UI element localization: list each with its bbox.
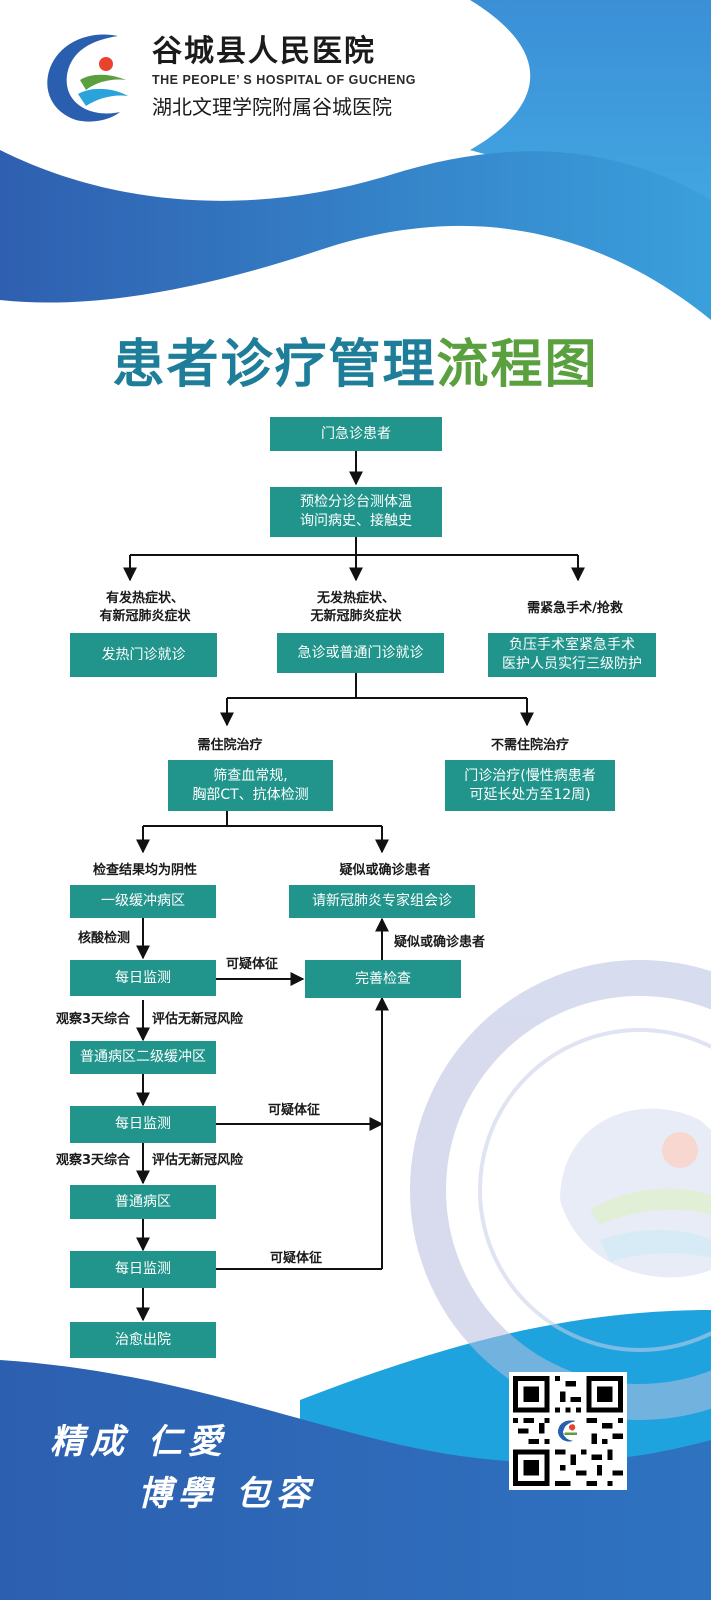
- label-needs-hospitalization: 需住院治疗: [197, 738, 263, 753]
- label-suspicious-signs-2: 可疑体征: [268, 1103, 321, 1118]
- node-buffer-ward-1: 一级缓冲病区: [70, 885, 216, 918]
- qr-code-icon[interactable]: [509, 1372, 627, 1490]
- label-assess-no-risk-1: 评估无新冠风险: [152, 1012, 244, 1027]
- title-accent: 流程图: [436, 335, 599, 395]
- page-title: 患者诊疗管理流程图: [0, 333, 711, 397]
- title-main: 患者诊疗管理: [112, 335, 437, 395]
- node-daily-monitor-2: 每日监测: [70, 1106, 216, 1143]
- label-nucleic-acid-test: 核酸检测: [78, 931, 131, 946]
- node-screening: 筛查血常规, 胸部CT、抗体检测: [168, 760, 333, 811]
- hospital-affiliation: 湖北文理学院附属谷城医院: [152, 95, 392, 119]
- label-suspicious-signs-3: 可疑体征: [270, 1251, 323, 1266]
- label-observe-3-days-2: 观察3天综合: [56, 1153, 131, 1168]
- label-assess-no-risk-2: 评估无新冠风险: [152, 1153, 244, 1168]
- node-general-ward: 普通病区: [70, 1185, 216, 1219]
- node-buffer-ward-2: 普通病区二级缓冲区: [70, 1041, 216, 1074]
- node-general-clinic: 急诊或普通门诊就诊: [277, 633, 444, 673]
- node-complete-examination: 完善检查: [305, 960, 461, 998]
- node-discharge: 治愈出院: [70, 1322, 216, 1358]
- node-outpatient-emergency-patients: 门急诊患者: [270, 417, 442, 451]
- label-no-fever-symptoms: 无发热症状、 无新冠肺炎症状: [310, 591, 402, 624]
- node-triage: 预检分诊台测体温 询问病史、接触史: [270, 487, 442, 537]
- motto-line-2: 博學 包容: [138, 1474, 316, 1514]
- node-fever-clinic: 发热门诊就诊: [70, 633, 217, 677]
- label-suspected-confirmed-2: 疑似或确诊患者: [394, 935, 486, 950]
- label-suspected-confirmed: 疑似或确诊患者: [339, 863, 431, 878]
- node-outpatient-treatment: 门诊治疗(慢性病患者 可延长处方至12周): [445, 760, 615, 811]
- qr-pattern: [513, 1376, 623, 1486]
- node-expert-consultation: 请新冠肺炎专家组会诊: [289, 885, 475, 918]
- hospital-name-en: THE PEOPLE’ S HOSPITAL OF GUCHENG: [152, 73, 416, 87]
- label-suspicious-signs-1: 可疑体征: [226, 957, 279, 972]
- node-daily-monitor-1: 每日监测: [70, 960, 216, 996]
- hospital-name-cn: 谷城县人民医院: [152, 34, 376, 69]
- label-no-hospitalization: 不需住院治疗: [490, 738, 569, 753]
- label-observe-3-days-1: 观察3天综合: [56, 1012, 131, 1027]
- motto-line-1: 精成 仁愛: [50, 1422, 228, 1462]
- label-results-negative: 检查结果均为阴性: [92, 863, 197, 878]
- hospital-logo-icon: [47, 34, 128, 122]
- label-emergency-surgery: 需紧急手术/抢救: [527, 601, 623, 616]
- label-fever-symptoms: 有发热症状、 有新冠肺炎症状: [99, 591, 191, 624]
- node-daily-monitor-3: 每日监测: [70, 1251, 216, 1288]
- node-emergency-surgery: 负压手术室紧急手术 医护人员实行三级防护: [488, 633, 656, 677]
- hospital-header: 谷城县人民医院 THE PEOPLE’ S HOSPITAL OF GUCHEN…: [152, 34, 416, 120]
